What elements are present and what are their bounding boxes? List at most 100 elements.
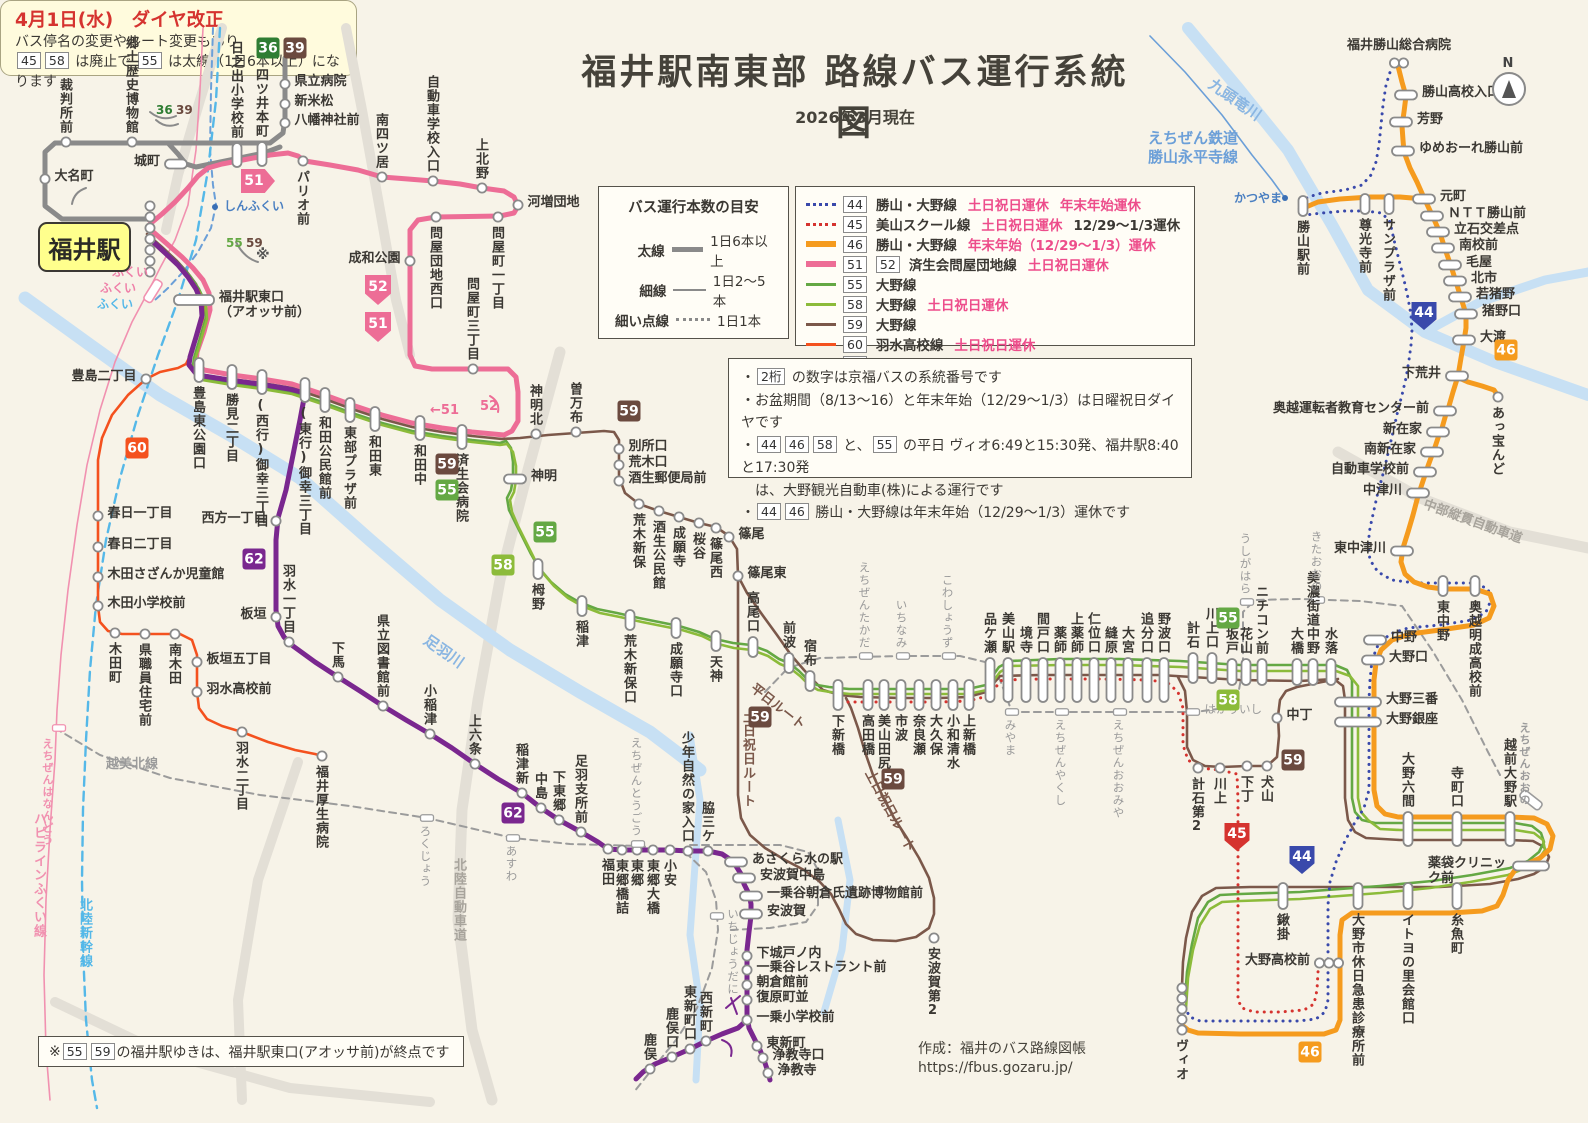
bus-stop-marker: [376, 171, 388, 183]
bus-stop-marker: [613, 459, 625, 471]
stop-label: 上新橋: [960, 714, 975, 756]
stop-label: 神明北: [527, 383, 542, 426]
map-text-label: しんふくい: [224, 199, 285, 213]
schedule-change-line: バス停名の変更やルート変更もあり: [15, 34, 239, 50]
line-sample-icon: [806, 261, 836, 267]
route-number-badge: 51: [365, 312, 391, 342]
route-name: 大野線: [875, 278, 917, 294]
bus-stop-marker: [1122, 657, 1134, 703]
route-number-box: 44: [757, 435, 781, 453]
bus-stop-marker: [1451, 882, 1463, 910]
map-text-label: 中部縦貫自動車道: [1421, 497, 1525, 547]
map-text-label: 越美北線: [106, 757, 159, 772]
stop-label: 東郷: [628, 858, 643, 887]
stop-label: ニチコン前: [1253, 585, 1268, 655]
compass-north-icon: N: [1492, 56, 1526, 106]
line-sample-icon: [673, 288, 706, 291]
map-text-label: 36: [156, 103, 173, 117]
note-text: は廃止で: [70, 54, 136, 70]
route-line: [154, 27, 217, 301]
bus-stop-marker: [1492, 391, 1504, 403]
bus-stop-marker: [1389, 57, 1410, 69]
stop-label: 板垣五丁目: [206, 652, 272, 667]
bus-stop-marker: [858, 652, 874, 660]
bus-stop-marker: [169, 628, 181, 640]
line-sample-icon: [806, 241, 836, 247]
bus-stop-marker: [92, 510, 104, 522]
bus-stop-marker: [732, 570, 744, 582]
bus-stop-marker: [1105, 657, 1117, 703]
bus-stop-marker: [236, 726, 248, 738]
stop-label: 羽水二丁目: [233, 740, 248, 811]
route-number-badge: 59: [748, 706, 772, 728]
stop-label: 成願寺口: [667, 642, 682, 698]
stop-label: 奥越運転者教育センター前: [1272, 401, 1429, 416]
line-sample-icon: [676, 318, 710, 321]
bus-stop-marker: [1452, 334, 1476, 346]
map-text-label: 勝山永平寺線: [1148, 148, 1239, 166]
bus-stop-marker: [741, 979, 753, 991]
bus-stop-marker: [516, 787, 528, 799]
stop-label: 県立病院: [294, 74, 347, 89]
stop-label: 荒木口: [628, 455, 668, 470]
bus-stop-marker: [673, 511, 685, 523]
bus-stop-marker: [1271, 712, 1283, 724]
bus-stop-marker: [913, 679, 925, 711]
stop-label: 天神: [707, 655, 722, 683]
map-date: 2026年3月現在: [795, 108, 915, 127]
stop-label: 東郷橋詰: [613, 858, 628, 915]
stop-label: 板垣: [240, 607, 267, 622]
route-name: 勝山・大野線: [875, 198, 957, 214]
stop-label: 荒木新保: [630, 512, 645, 569]
stop-label: えちぜんおおみや: [1111, 719, 1126, 820]
stop-label: 県立図書館前: [374, 613, 389, 698]
bus-stop-marker: [1448, 291, 1472, 303]
stop-label: 坂戸: [1223, 627, 1238, 655]
map-text-label: ハピラインふくい線: [31, 812, 46, 938]
map-text-label: ふくい: [97, 297, 134, 311]
stop-label: こわしょうず: [940, 573, 955, 649]
bus-stop-marker: [570, 426, 582, 438]
stop-label: 東中津川: [1333, 541, 1386, 556]
bus-stop-marker: [732, 872, 756, 884]
stop-label: あっ宝んど: [1489, 405, 1504, 476]
route-number-badge: 58: [491, 554, 515, 576]
stop-label: 浄教寺口: [772, 1048, 825, 1063]
stop-label: 県職員住宅前: [136, 642, 151, 727]
stop-label: 花山: [1237, 627, 1252, 655]
bus-stop-marker: [928, 932, 940, 944]
bus-stop-marker: [1402, 811, 1414, 847]
stop-label: 東新町口: [681, 984, 696, 1041]
stop-label: 水落: [1322, 627, 1337, 655]
notes-line: ・お盆期間（8/13〜16）と年末年始（12/29〜1/3）は日曜祝日ダイヤです: [741, 390, 1179, 435]
route-line: [341, 23, 415, 360]
stop-label: 中島: [532, 771, 547, 800]
line-sample-icon: [806, 322, 836, 326]
stop-label: 豊島東公園口: [190, 386, 205, 470]
bus-stop-marker: [741, 964, 753, 976]
bus-stop-marker: [270, 515, 282, 527]
stop-label: 裁判所前: [57, 77, 72, 134]
bus-stop-marker: [109, 627, 121, 639]
note-text: と、: [838, 437, 871, 454]
bus-stop-marker: [630, 840, 646, 848]
stop-label: 大橋: [1288, 627, 1303, 655]
bus-stop-marker: [126, 136, 138, 148]
map-text-label: 52: [480, 399, 499, 414]
route-number-box: 2桁: [757, 368, 786, 385]
stop-label: 計石第2: [1189, 776, 1204, 835]
stop-label: いちじょうだに: [726, 908, 740, 996]
route-number-box: 55: [137, 52, 162, 69]
bus-stop-marker: [741, 950, 753, 962]
route-number-badge: 62: [242, 548, 266, 570]
stop-label: 西方一丁目: [201, 511, 267, 526]
bus-stop-marker: [710, 522, 722, 534]
stop-label: 東新町: [766, 1036, 806, 1051]
stop-label: 自動車学校入口: [424, 74, 439, 173]
stop-label: 下丁: [1238, 774, 1253, 803]
route-number-box: 51: [843, 255, 867, 273]
bus-stop-marker: [724, 856, 748, 868]
bus-stop-marker: [1390, 545, 1414, 557]
bus-stop-marker: [191, 656, 203, 668]
note-text: 勝山・大野線は年末年始（12/29〜1/3）運休です: [810, 505, 1131, 521]
